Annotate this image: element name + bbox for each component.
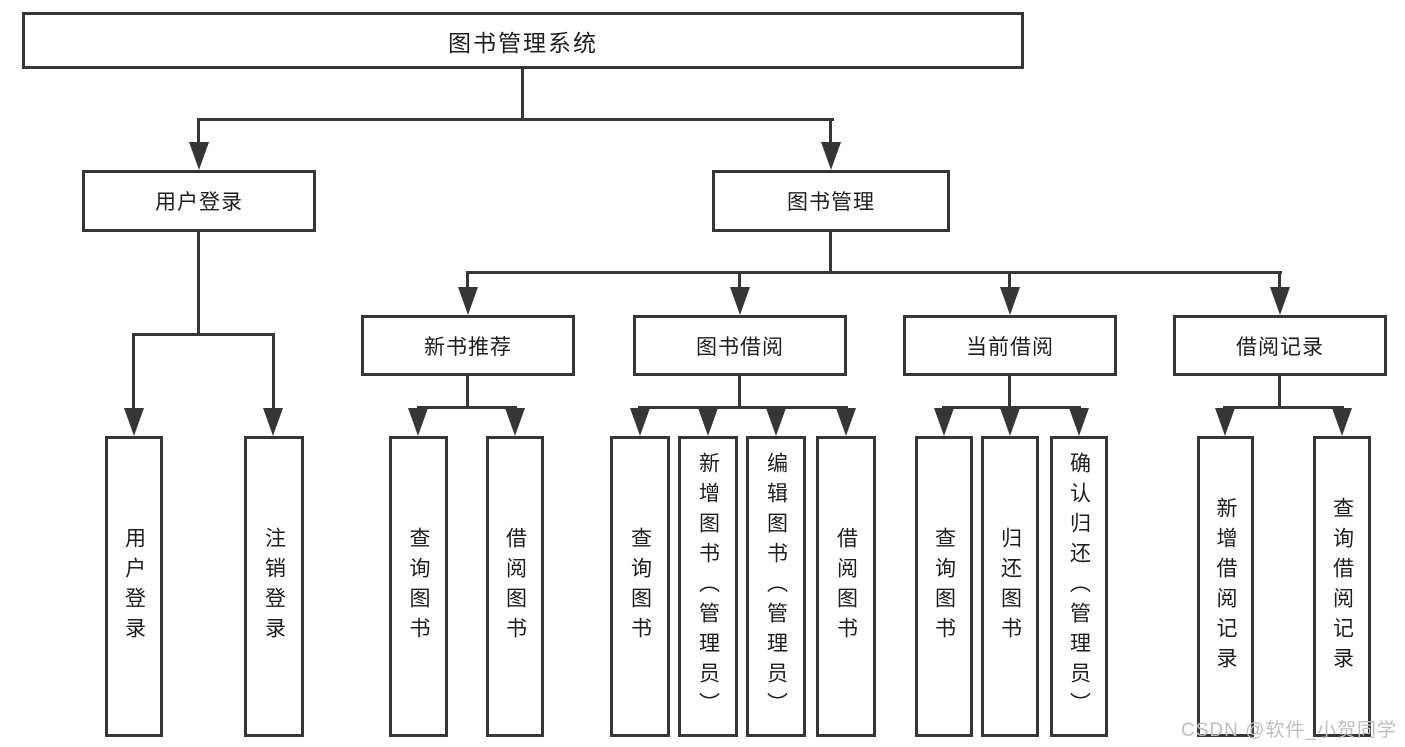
arrowhead-down-icon bbox=[505, 408, 525, 436]
leaf-query-books-newbook-label: 查询图书 bbox=[407, 526, 430, 647]
leaf-borrow-books-newbook-label: 借阅图书 bbox=[503, 526, 527, 647]
leaf-add-books-admin: 新增图书（管理员） bbox=[678, 436, 738, 737]
connector-line bbox=[197, 118, 200, 148]
connector-line bbox=[942, 406, 1081, 409]
arrowhead-down-icon bbox=[1000, 287, 1020, 315]
node-borrow-records-label: 借阅记录 bbox=[1236, 335, 1324, 359]
leaf-query-books-borrowing: 查询图书 bbox=[610, 436, 670, 737]
connector-line bbox=[521, 69, 524, 121]
arrowhead-down-icon bbox=[766, 408, 786, 436]
arrowhead-down-icon bbox=[934, 408, 954, 436]
leaf-query-books-borrowing-label: 查询图书 bbox=[628, 526, 652, 647]
connector-line bbox=[466, 271, 1282, 274]
leaf-query-books-current-label: 查询图书 bbox=[932, 526, 956, 647]
leaf-query-borrow-record-label: 查询借阅记录 bbox=[1330, 496, 1354, 677]
arrowhead-down-icon bbox=[263, 408, 283, 436]
connector-line bbox=[466, 271, 469, 289]
arrowhead-down-icon bbox=[1000, 408, 1020, 436]
node-book-borrowing-label: 图书借阅 bbox=[696, 335, 784, 359]
arrowhead-down-icon bbox=[189, 142, 209, 170]
leaf-borrow-books-newbook: 借阅图书 bbox=[486, 436, 544, 737]
connector-line bbox=[1278, 376, 1281, 408]
leaf-borrow-books-borrowing: 借阅图书 bbox=[816, 436, 876, 737]
node-book-management: 图书管理 bbox=[712, 170, 950, 232]
leaf-add-borrow-record-label: 新增借阅记录 bbox=[1214, 496, 1237, 677]
node-book-borrowing: 图书借阅 bbox=[633, 315, 847, 376]
arrowhead-down-icon bbox=[124, 408, 144, 436]
connector-line bbox=[197, 232, 200, 336]
arrowhead-down-icon bbox=[1332, 408, 1352, 436]
arrowhead-down-icon bbox=[698, 408, 718, 436]
node-new-book-recommend-label: 新书推荐 bbox=[424, 335, 512, 359]
node-user-login-label: 用户登录 bbox=[155, 191, 243, 214]
leaf-query-borrow-record: 查询借阅记录 bbox=[1313, 436, 1371, 737]
connector-line bbox=[738, 376, 741, 408]
node-user-login: 用户登录 bbox=[82, 170, 316, 232]
leaf-confirm-return-admin-label: 确认归还（管理员） bbox=[1067, 451, 1091, 722]
connector-line bbox=[1223, 406, 1344, 409]
leaf-add-borrow-record: 新增借阅记录 bbox=[1197, 436, 1254, 737]
arrowhead-down-icon bbox=[408, 408, 428, 436]
arrowhead-down-icon bbox=[1069, 408, 1089, 436]
connector-line bbox=[1008, 271, 1011, 289]
node-borrow-records: 借阅记录 bbox=[1173, 315, 1387, 376]
leaf-logout-login-label: 注销登录 bbox=[262, 526, 286, 647]
leaf-query-books-current: 查询图书 bbox=[915, 436, 973, 737]
node-current-borrowing-label: 当前借阅 bbox=[966, 335, 1054, 359]
leaf-confirm-return-admin: 确认归还（管理员） bbox=[1050, 436, 1108, 737]
leaf-add-books-admin-label: 新增图书（管理员） bbox=[696, 451, 720, 722]
arrowhead-down-icon bbox=[458, 287, 478, 315]
leaf-return-books: 归还图书 bbox=[981, 436, 1039, 737]
connector-line bbox=[132, 333, 135, 410]
leaf-user-login: 用户登录 bbox=[105, 436, 163, 737]
arrowhead-down-icon bbox=[730, 287, 750, 315]
node-book-management-label: 图书管理 bbox=[787, 191, 875, 214]
connector-line bbox=[738, 271, 741, 289]
leaf-edit-books-admin: 编辑图书（管理员） bbox=[746, 436, 806, 737]
connector-line bbox=[466, 376, 469, 408]
node-root: 图书管理系统 bbox=[22, 12, 1024, 69]
connector-line bbox=[1278, 271, 1281, 289]
leaf-edit-books-admin-label: 编辑图书（管理员） bbox=[764, 451, 788, 722]
connector-line bbox=[829, 232, 832, 274]
leaf-return-books-label: 归还图书 bbox=[998, 526, 1022, 647]
connector-line bbox=[417, 406, 517, 409]
connector-line bbox=[132, 333, 275, 336]
leaf-user-login-label: 用户登录 bbox=[122, 526, 146, 647]
node-root-label: 图书管理系统 bbox=[448, 29, 598, 56]
arrowhead-down-icon bbox=[1215, 408, 1235, 436]
connector-line bbox=[272, 333, 275, 410]
node-new-book-recommend: 新书推荐 bbox=[361, 315, 575, 376]
leaf-logout-login: 注销登录 bbox=[244, 436, 304, 737]
watermark: CSDN @软件_小贺同学 bbox=[1181, 720, 1397, 741]
arrowhead-down-icon bbox=[1270, 287, 1290, 315]
node-current-borrowing: 当前借阅 bbox=[903, 315, 1117, 376]
leaf-borrow-books-borrowing-label: 借阅图书 bbox=[834, 526, 858, 647]
connector-line bbox=[1008, 376, 1011, 408]
connector-line bbox=[829, 118, 832, 148]
connector-line bbox=[638, 406, 848, 409]
arrowhead-down-icon bbox=[821, 142, 841, 170]
leaf-query-books-newbook: 查询图书 bbox=[389, 436, 448, 737]
connector-line bbox=[197, 118, 834, 121]
arrowhead-down-icon bbox=[836, 408, 856, 436]
arrowhead-down-icon bbox=[630, 408, 650, 436]
